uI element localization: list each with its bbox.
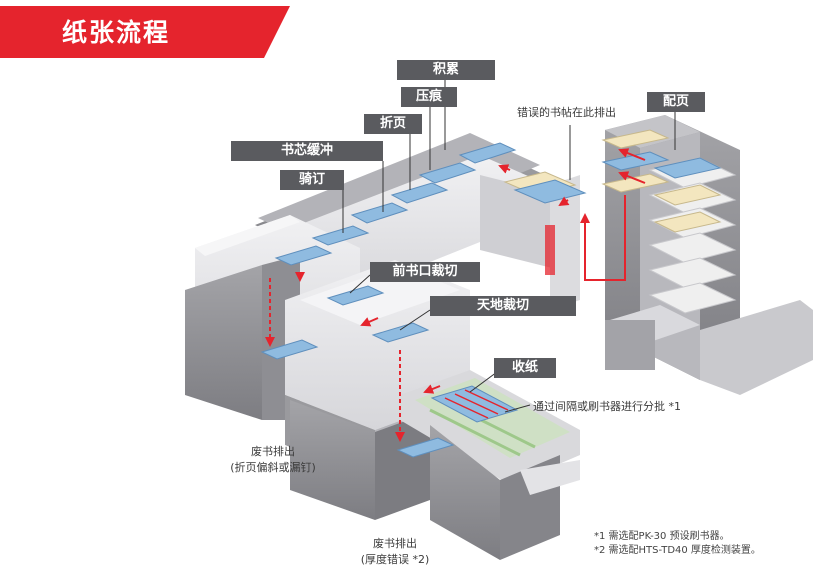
- label-book-block-buffer: 书芯缓冲: [231, 141, 383, 161]
- callout-reject-bottom-line1: 废书排出: [373, 537, 417, 550]
- label-delivery: 收纸: [494, 358, 556, 378]
- callout-reject-left-line1: 废书排出: [251, 445, 295, 458]
- signature-sheets: [260, 142, 519, 458]
- label-stitching: 骑订: [280, 170, 344, 190]
- label-front-trim: 前书口裁切: [370, 262, 480, 282]
- label-scoring: 压痕: [401, 87, 457, 107]
- label-folding: 折页: [364, 114, 422, 134]
- page-title: 纸张流程: [62, 18, 171, 47]
- label-head-foot-trim: 天地裁切: [430, 296, 576, 316]
- footnote-2: *2 需选配HTS-TD40 厚度检测装置。: [594, 545, 761, 556]
- callout-reject-left-line2: (折页偏斜或漏钉): [230, 461, 316, 474]
- batch-marks: [444, 389, 509, 419]
- flow-arrows: [265, 148, 646, 442]
- footnote-1: *1 需选配PK-30 预设刷书器。: [594, 531, 730, 542]
- callout-batch-marking: 通过间隔或刷书器进行分批 *1: [533, 400, 681, 413]
- title-banner: [0, 6, 290, 58]
- label-collating: 配页: [647, 92, 705, 112]
- callout-reject-bottom-line2: (厚度错误 *2): [360, 553, 430, 566]
- footnotes: *1 需选配PK-30 预设刷书器。 *2 需选配HTS-TD40 厚度检测装置…: [594, 530, 761, 558]
- callout-misfeed-ejection: 错误的书帖在此排出: [517, 106, 616, 119]
- label-stacking: 积累: [397, 60, 495, 80]
